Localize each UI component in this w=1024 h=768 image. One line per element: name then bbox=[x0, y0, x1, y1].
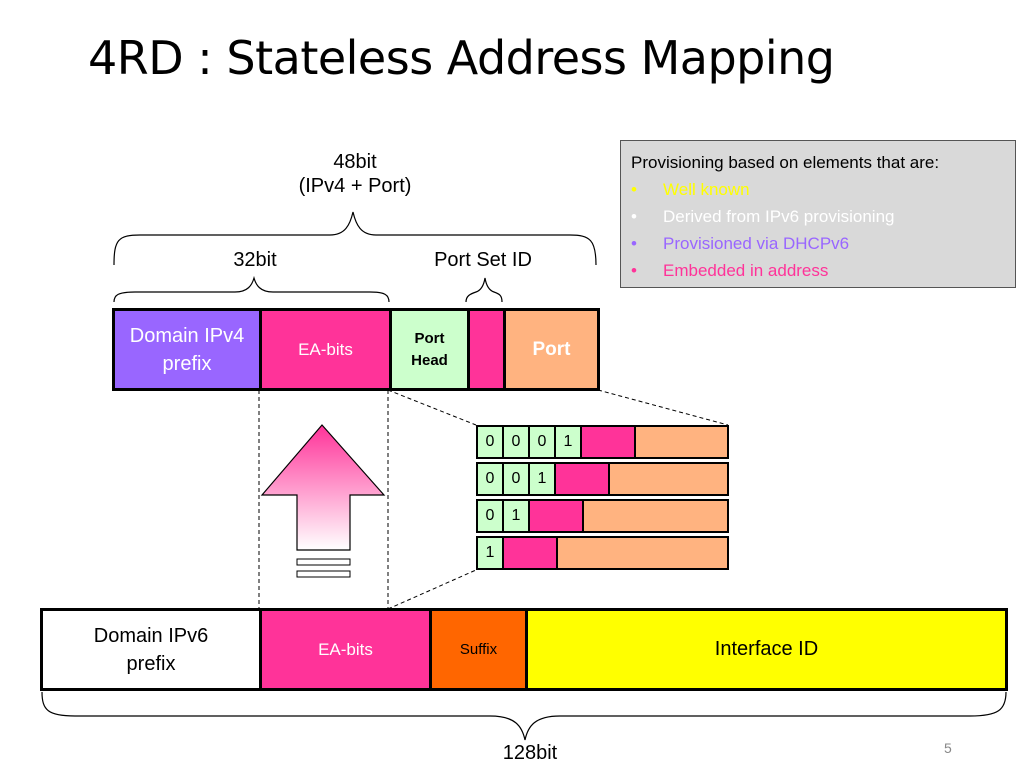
port-head-bit: 0 bbox=[478, 501, 504, 531]
dashed-zoom-top-right bbox=[597, 389, 729, 426]
port-head-line2: Head bbox=[411, 351, 448, 369]
bullet-icon: • bbox=[631, 180, 637, 199]
port-head: Port Head bbox=[392, 311, 470, 388]
port-cell: Port bbox=[506, 311, 597, 388]
arrow-stripe-2 bbox=[296, 570, 351, 578]
info-list: • Well known • Derived from IPv6 provisi… bbox=[631, 176, 1005, 284]
port-head-bit: 1 bbox=[478, 538, 504, 568]
port-set-id-segment bbox=[556, 464, 610, 494]
port-head-bit: 1 bbox=[504, 501, 530, 531]
info-item-text: Embedded in address bbox=[663, 261, 829, 280]
up-arrow bbox=[260, 424, 386, 551]
port-set-id-cell bbox=[470, 311, 506, 388]
port-segment bbox=[636, 427, 727, 457]
label-48bit-line2: (IPv4 + Port) bbox=[298, 175, 412, 197]
label-48bit-line1: 48bit bbox=[333, 151, 377, 173]
label-port-set-id: Port Set ID bbox=[434, 249, 532, 271]
ipv6-bar: Domain IPv6 prefix EA-bits Suffix Interf… bbox=[40, 608, 1008, 691]
info-heading: Provisioning based on elements that are: bbox=[631, 153, 940, 172]
ipv4-port-bar: Domain IPv4 prefix EA-bits Port Head Por… bbox=[112, 308, 600, 391]
info-item-text: Derived from IPv6 provisioning bbox=[663, 207, 895, 226]
dashed-zoom-bottom-left bbox=[387, 569, 477, 610]
brace-48bit bbox=[113, 211, 597, 266]
port-head-bit: 0 bbox=[504, 427, 530, 457]
port-set-id-segment bbox=[504, 538, 558, 568]
brace-32bit bbox=[113, 275, 390, 303]
label-128bit: 128bit bbox=[502, 742, 558, 764]
port-head-bit: 0 bbox=[530, 427, 556, 457]
slide-number: 5 bbox=[944, 740, 952, 756]
port-segment bbox=[558, 538, 727, 568]
port-head-bit: 0 bbox=[504, 464, 530, 494]
bullet-icon: • bbox=[631, 207, 637, 226]
interface-id-cell: Interface ID bbox=[528, 611, 1005, 688]
domain-ipv6-prefix-line1: Domain IPv6 bbox=[93, 624, 209, 647]
info-item-text: Provisioned via DHCPv6 bbox=[663, 234, 850, 253]
ipv4-ea-bits: EA-bits bbox=[262, 311, 392, 388]
port-head-bit: 1 bbox=[556, 427, 582, 457]
bullet-icon: • bbox=[631, 261, 637, 280]
domain-ipv6-prefix: Domain IPv6 prefix bbox=[43, 611, 262, 688]
info-item-text: Well known bbox=[663, 180, 750, 199]
port-head-row-2: 0 0 1 bbox=[476, 462, 729, 496]
port-head-line1: Port bbox=[414, 329, 445, 347]
brace-port-set-id bbox=[465, 277, 503, 303]
domain-ipv4-prefix: Domain IPv4 prefix bbox=[115, 311, 262, 388]
bullet-icon: • bbox=[631, 234, 637, 253]
suffix-cell: Suffix bbox=[432, 611, 528, 688]
label-48bit: 48bit (IPv4 + Port) bbox=[290, 150, 420, 198]
port-head-bit: 0 bbox=[478, 464, 504, 494]
port-head-bit: 1 bbox=[530, 464, 556, 494]
provisioning-info-box: Provisioning based on elements that are:… bbox=[620, 140, 1016, 288]
port-head-row-3: 0 1 bbox=[476, 499, 729, 533]
port-segment bbox=[610, 464, 727, 494]
brace-128bit bbox=[41, 691, 1007, 741]
domain-ipv4-prefix-line1: Domain IPv4 bbox=[129, 324, 245, 347]
info-item-well-known: • Well known bbox=[631, 176, 1005, 203]
slide-title: 4RD : Stateless Address Mapping bbox=[88, 31, 835, 85]
port-set-id-segment bbox=[530, 501, 584, 531]
label-32bit: 32bit bbox=[233, 249, 277, 271]
port-segment bbox=[584, 501, 727, 531]
domain-ipv6-prefix-line2: prefix bbox=[126, 652, 176, 675]
info-item-embedded: • Embedded in address bbox=[631, 257, 1005, 284]
port-head-bit: 0 bbox=[478, 427, 504, 457]
port-head-row-1: 0 0 0 1 bbox=[476, 425, 729, 459]
dashed-zoom-top-left bbox=[387, 389, 477, 426]
port-head-row-4: 1 bbox=[476, 536, 729, 570]
domain-ipv4-prefix-line2: prefix bbox=[162, 352, 212, 375]
arrow-stripe-1 bbox=[296, 558, 351, 566]
info-item-derived: • Derived from IPv6 provisioning bbox=[631, 203, 1005, 230]
info-item-dhcpv6: • Provisioned via DHCPv6 bbox=[631, 230, 1005, 257]
ipv6-ea-bits: EA-bits bbox=[262, 611, 432, 688]
port-set-id-segment bbox=[582, 427, 636, 457]
